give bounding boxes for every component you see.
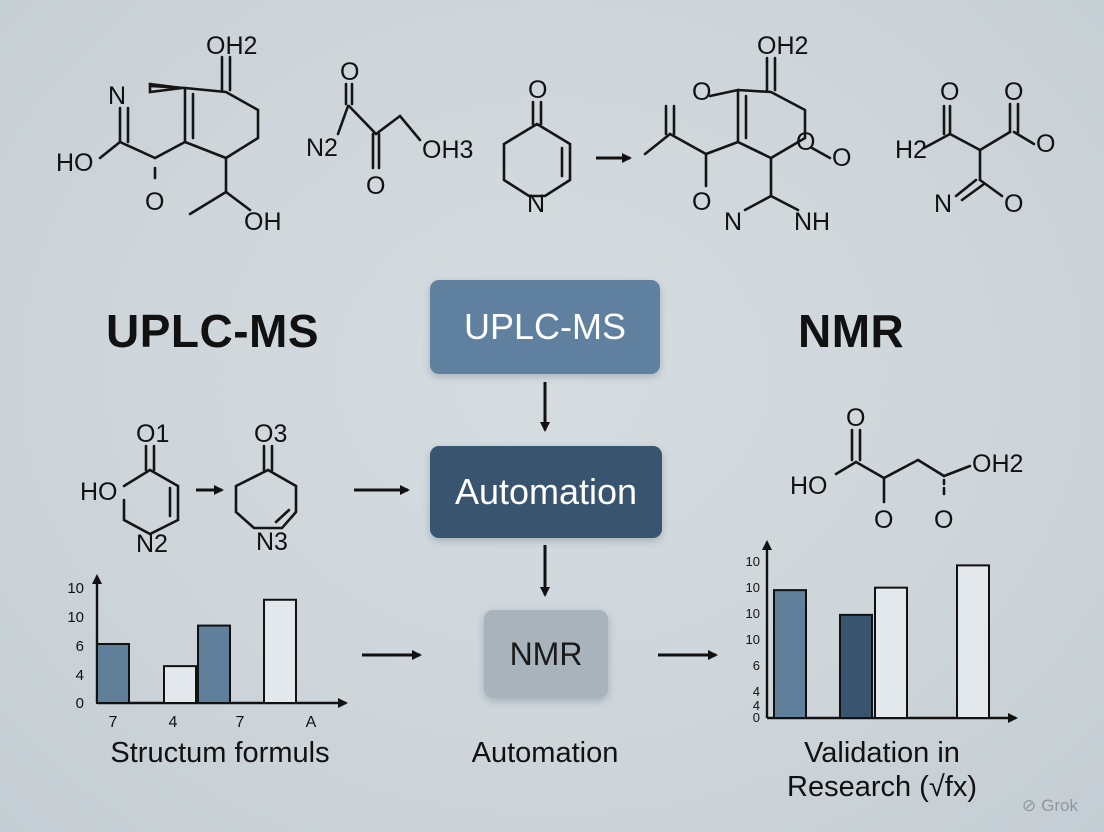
- molecule-3: O N: [502, 76, 572, 218]
- right-chart-y-tick: 6: [753, 658, 760, 673]
- m8-ho-label: HO: [790, 472, 828, 500]
- m1-oh-label: OH: [244, 208, 282, 236]
- molecule-6: O1 HO N2: [80, 420, 180, 558]
- m4-o-bottom-label: O: [692, 188, 711, 216]
- left-chart-bar: [263, 598, 297, 704]
- grok-logo-icon: ⊘: [1021, 796, 1037, 815]
- left-chart-x-tick: 4: [169, 714, 178, 731]
- automation-step-box: Automation: [430, 446, 662, 538]
- molecule-7: O3 N3: [234, 420, 298, 556]
- m6-o1-label: O1: [136, 420, 169, 448]
- m8-o-bottom2-label: O: [934, 506, 953, 534]
- left-bar-chart: 10 10 6 4 0 7 4 7 A: [67, 574, 348, 731]
- m5-h2-label: H2: [895, 136, 927, 164]
- right-chart-y-tick: 10: [746, 606, 760, 621]
- right-chart-y-tick: 4: [753, 698, 760, 713]
- left-chart-caption: Structum formuls: [110, 737, 330, 769]
- right-chart-bar: [874, 586, 908, 720]
- m8-o-top-label: O: [846, 404, 865, 432]
- m1-oh2-label: OH2: [206, 32, 257, 60]
- right-chart-y-tick: 10: [746, 554, 760, 569]
- left-chart-bar: [197, 624, 231, 704]
- grok-watermark: ⊘ Grok: [1022, 796, 1078, 816]
- left-chart-bar: [163, 665, 197, 704]
- right-chart-y-tick: 10: [746, 580, 760, 595]
- m2-oh3-label: OH3: [422, 136, 473, 164]
- right-chart-caption: Validation in Research (√fx): [752, 736, 1012, 804]
- m5-o-bottom-label: O: [1004, 190, 1023, 218]
- m4-o-ring2-label: O: [832, 144, 851, 172]
- m5-o-right-top-label: O: [1004, 78, 1023, 106]
- right-chart-bar: [773, 589, 807, 719]
- left-chart-y-tick: 4: [76, 667, 84, 684]
- m2-o-bottom-label: O: [366, 172, 385, 200]
- right-chart-y-tick: 10: [746, 632, 760, 647]
- molecule-4: OH2 O O O O N NH: [643, 32, 851, 236]
- left-chart-y-tick: 10: [67, 580, 84, 597]
- molecule-5: O H2 O O N O: [895, 78, 1055, 218]
- m8-o-bottom1-label: O: [874, 506, 893, 534]
- uplc-ms-step-box: UPLC-MS: [430, 280, 660, 374]
- m3-n-label: N: [527, 190, 545, 218]
- m1-n-label: N: [108, 82, 126, 110]
- left-chart-x-tick: A: [306, 714, 317, 731]
- right-chart-y-tick: 0: [753, 710, 760, 725]
- right-chart-y-tick: 4: [753, 684, 760, 699]
- grok-watermark-text: Grok: [1041, 796, 1078, 815]
- m2-o-top-label: O: [340, 58, 359, 86]
- m7-o3-label: O3: [254, 420, 287, 448]
- m4-n-label: N: [724, 208, 742, 236]
- m4-o-ring-label: O: [796, 128, 815, 156]
- middle-caption: Automation: [471, 737, 619, 769]
- m1-ho-label: HO: [56, 149, 94, 177]
- nmr-step-box: NMR: [484, 610, 608, 698]
- m8-oh2-label: OH2: [972, 450, 1023, 478]
- m3-o-label: O: [528, 76, 547, 104]
- molecule-2: N2 O O OH3: [306, 58, 473, 200]
- left-chart-y-tick: 0: [76, 695, 84, 712]
- left-chart-y-tick: 10: [67, 609, 84, 626]
- heading-uplc-ms: UPLC-MS: [106, 305, 320, 357]
- m6-ho-label: HO: [80, 478, 118, 506]
- right-caption-line1: Validation in: [804, 737, 960, 769]
- m2-n2-label: N2: [306, 134, 338, 162]
- m4-o-left-label: O: [692, 78, 711, 106]
- m1-o-label: O: [145, 188, 164, 216]
- right-chart-bar: [956, 564, 990, 719]
- left-chart-x-tick: 7: [236, 714, 245, 731]
- m6-n2-label: N2: [136, 530, 168, 558]
- left-chart-bar: [96, 643, 130, 704]
- m5-o-top-label: O: [940, 78, 959, 106]
- left-chart-y-tick: 6: [76, 638, 84, 655]
- heading-nmr: NMR: [798, 305, 905, 357]
- m5-o-right-label: O: [1036, 130, 1055, 158]
- left-chart-x-tick: 7: [109, 714, 118, 731]
- molecule-1: OH2 N HO O OH: [56, 32, 282, 236]
- m7-n3-label: N3: [256, 528, 288, 556]
- m5-n-label: N: [934, 190, 952, 218]
- m4-oh2-label: OH2: [757, 32, 808, 60]
- molecule-8: O HO O O OH2: [790, 404, 1023, 534]
- right-caption-line2: Research (√fx): [787, 771, 977, 803]
- right-chart-bar: [839, 613, 873, 719]
- m4-nh-label: NH: [794, 208, 830, 236]
